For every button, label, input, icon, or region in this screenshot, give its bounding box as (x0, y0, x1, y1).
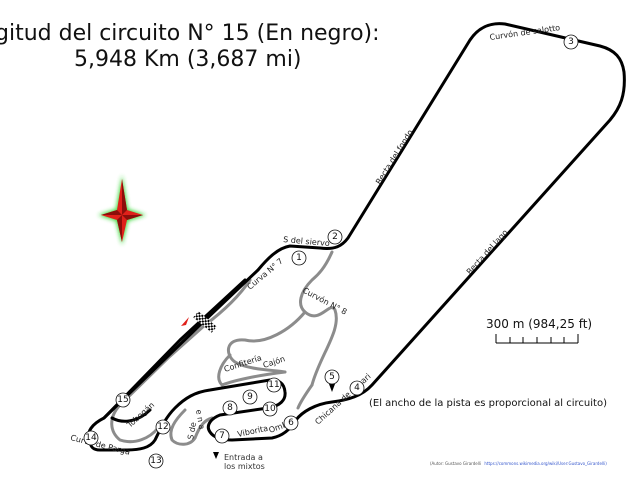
corner-4-number: 4 (354, 383, 360, 393)
label-entrada-1: Entrada a (224, 453, 263, 462)
corner-7-number: 7 (219, 431, 225, 441)
corner-13 (148, 453, 164, 469)
label-s-de: S de (186, 421, 198, 440)
corner-10 (262, 401, 278, 417)
title-line-2: 5,948 Km (3,687 mi) (74, 47, 302, 72)
label-entrada-2: los mixtos (224, 462, 265, 471)
checkered-flag-icon (181, 311, 217, 333)
corner-3 (563, 34, 579, 50)
corner-2-number: 2 (332, 232, 338, 242)
corner-1-number: 1 (296, 253, 302, 263)
compass-rose-icon (98, 175, 146, 245)
corner-15-number: 15 (117, 395, 128, 405)
label-viborita: Viborita (237, 424, 269, 439)
entrada-arrow-icon (213, 452, 219, 459)
corner-3-number: 3 (568, 37, 574, 47)
corner-1 (291, 250, 307, 266)
track-width-note: (El ancho de la pista es proporcional al… (369, 398, 607, 409)
author-credit: (Autor: Gustavo Girardelli https://commo… (430, 461, 607, 466)
label-cajon: Cajón (262, 353, 287, 370)
corner-15 (115, 392, 131, 408)
label-s-ena: e n a (194, 409, 206, 430)
corner-8 (222, 400, 238, 416)
scale-bar: 300 m (984,25 ft) (486, 317, 592, 344)
label-chicana: Chicana de Ascari (313, 372, 372, 427)
corner-markers (83, 34, 579, 469)
corner-14 (83, 430, 99, 446)
corner-13-number: 13 (150, 456, 161, 466)
corner-numbers: 1 2 3 4 5 6 7 8 9 10 11 12 13 14 15 (85, 37, 574, 466)
title-line-1: gitud del circuito N° 15 (En negro): (0, 21, 380, 46)
corner-12 (155, 419, 171, 435)
corner-12-number: 12 (157, 422, 168, 432)
corner-4 (349, 380, 365, 396)
corner-7 (214, 428, 230, 444)
label-curva-parga: Curva de Parga (70, 433, 132, 457)
corner-10-number: 10 (264, 404, 276, 414)
corner-5-number: 5 (329, 372, 335, 382)
corner-6 (283, 415, 299, 431)
label-tobogan: Tobogán (125, 400, 157, 430)
label-curvon-salotto: Curvón de salotto (489, 22, 561, 42)
corner-9-number: 9 (247, 392, 253, 402)
corner-5 (324, 369, 340, 385)
author-name: (Autor: Gustavo Girardelli (430, 461, 481, 466)
corner-2 (327, 229, 343, 245)
corner-8-number: 8 (227, 403, 233, 413)
secondary-track (110, 250, 338, 446)
scale-label: 300 m (984,25 ft) (486, 317, 592, 331)
label-s-siervo: S del siervo (283, 235, 330, 248)
label-recta-fondo: Recta del fondo (374, 128, 415, 186)
corner-14-number: 14 (85, 433, 97, 443)
corner-11-number: 11 (268, 380, 279, 390)
label-recta-lago: Recta del lago (465, 228, 510, 276)
corner-6-number: 6 (288, 418, 294, 428)
corner-11 (266, 377, 282, 393)
author-link[interactable]: https://commons.wikimedia.org/wiki/User:… (484, 461, 607, 466)
corner-5-arrow-icon (329, 384, 335, 392)
corner-9 (242, 389, 258, 405)
